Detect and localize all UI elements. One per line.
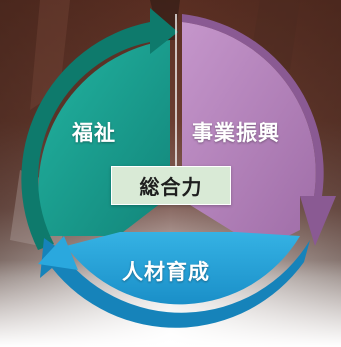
center-label: 総合力 xyxy=(139,175,203,199)
talent-segment xyxy=(38,232,310,328)
welfare-label: 福祉 xyxy=(72,121,116,145)
business-label: 事業振興 xyxy=(192,121,280,145)
talent-label: 人材育成 xyxy=(122,260,210,284)
center-box: 総合力 xyxy=(111,166,231,205)
